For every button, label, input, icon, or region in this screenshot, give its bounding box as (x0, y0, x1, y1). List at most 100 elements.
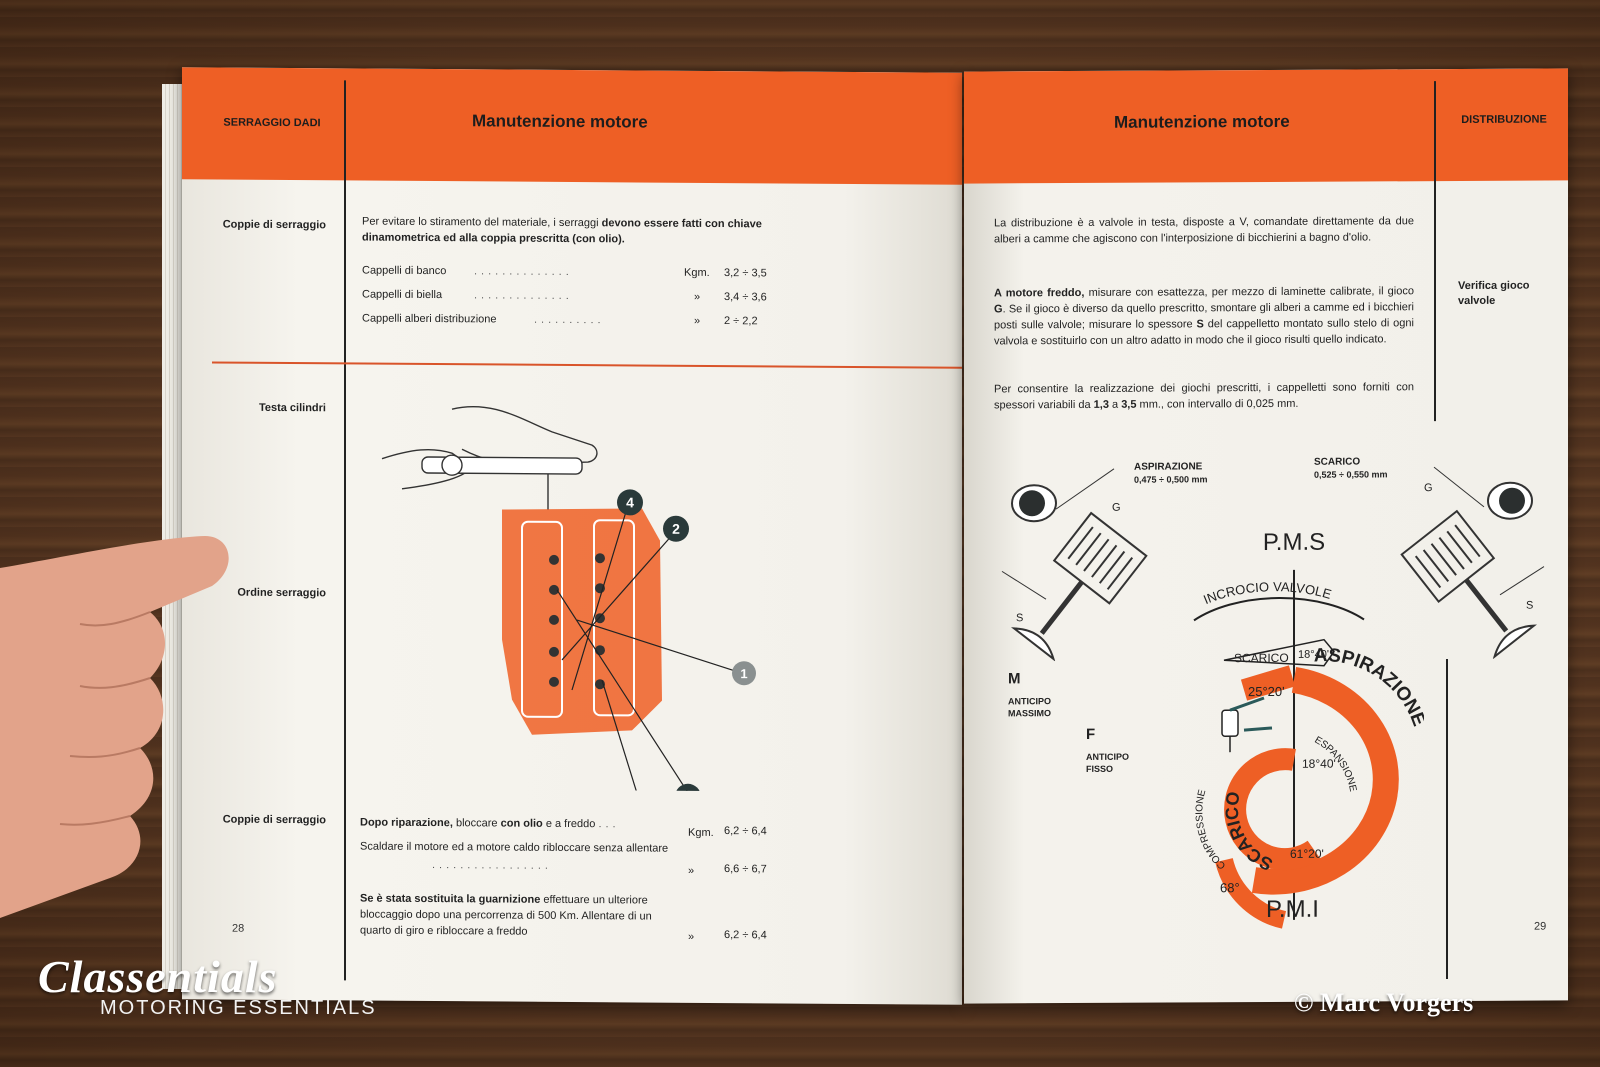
dot-leader: .............. (474, 289, 573, 303)
open-manual: SERRAGGIO DADI Manutenzione motore Coppi… (162, 67, 1568, 1005)
torque-item: Cappelli di banco (362, 264, 447, 278)
angle-2520-band (1240, 665, 1296, 701)
after-repair-text: Dopo riparazione, bloccare con olio e a … (360, 815, 690, 833)
m-letter: M (1008, 670, 1021, 688)
incrocio-label: INCROCIO VALVOLE (1201, 579, 1333, 607)
label-coppie-1: Coppie di serraggio (222, 218, 326, 232)
scarico-arrow (1223, 638, 1335, 667)
gasket-text: Se è stata sostituita la guarnizione eff… (360, 891, 670, 941)
scarico-top-label: SCARICO (1234, 651, 1289, 665)
para-cappelletti: Per consentire la realizzazione dei gioc… (994, 379, 1414, 413)
left-page: SERRAGGIO DADI Manutenzione motore Coppi… (182, 67, 962, 1005)
torque-item: Cappelli alberi distribuzione (362, 312, 497, 326)
m-label: ANTICIPO MASSIMO (1008, 696, 1052, 719)
dot-leader: .......... (534, 313, 605, 327)
scarico-band (1224, 748, 1321, 871)
gasket-bold: Se è stata sostituita la guarnizione (360, 892, 541, 906)
intro-plain: Per evitare lo stiramento del materiale,… (362, 215, 602, 230)
order-marker-3: 3 (675, 783, 701, 792)
torque-unit: » (694, 314, 701, 327)
torque-unit: » (694, 290, 701, 303)
warm-unit: » (688, 864, 695, 877)
right-side-title: DISTRIBUZIONE (1461, 113, 1547, 126)
intake-valve-diagram: G S (1001, 468, 1148, 662)
after-repair-bold-2: con olio (500, 817, 543, 830)
para-motore-freddo: A motore freddo, misurare con esattezza,… (994, 283, 1414, 349)
para3-min: 1,3 (1093, 398, 1109, 411)
cylinder-head-diagram: 4 2 1 3 5 (381, 405, 756, 792)
dot-leader: .............. (474, 265, 573, 279)
after-repair-plain: bloccare (452, 817, 501, 830)
torque-unit: Kgm. (684, 266, 710, 279)
para2-g: G (994, 303, 1003, 316)
right-header: Manutenzione motore DISTRIBUZIONE (964, 68, 1568, 184)
gap-g-label: G (1112, 502, 1121, 514)
order-number-2: 2 (672, 521, 680, 537)
torque-row: Cappelli di biella (362, 289, 442, 302)
warm-text: Scaldare il motore ed a motore caldo rib… (360, 840, 669, 855)
para2-bold: A motore freddo, (994, 286, 1085, 300)
after-repair-unit: Kgm. (688, 826, 714, 839)
right-page: Manutenzione motore DISTRIBUZIONE Verifi… (964, 68, 1568, 1004)
spark-plug-icon (1221, 696, 1273, 753)
hand-holding-page (0, 536, 229, 918)
gasket-unit: » (688, 930, 695, 943)
torque-value: 2 ÷ 2,2 (724, 315, 758, 328)
left-header: SERRAGGIO DADI Manutenzione motore (182, 67, 962, 185)
order-marker-1: 1 (732, 661, 756, 686)
dot-leader: ................. (432, 859, 552, 872)
angle-68-band (1215, 857, 1287, 929)
torque-value: 3,2 ÷ 3,5 (724, 267, 767, 280)
angle-2520: 25°20' (1248, 684, 1285, 699)
angle-1840-inner: 18°40' (1302, 757, 1336, 771)
para3-max: 3,5 (1121, 398, 1137, 411)
right-column-divider-lower (1446, 659, 1448, 980)
left-section-divider (212, 361, 962, 369)
logo-brand: Classentials (38, 951, 278, 1002)
left-page-title: Manutenzione motore (472, 111, 648, 132)
aspirazione-band (1251, 667, 1399, 895)
copyright-watermark: © Marc Vorgers (1294, 988, 1474, 1017)
pms-label: P.M.S (1263, 529, 1325, 556)
logo-tagline: MOTORING ESSENTIALS (100, 997, 377, 1019)
left-side-title: SERRAGGIO DADI (223, 116, 321, 130)
torque-row: Cappelli di banco (362, 265, 446, 278)
gap-g-label: G (1424, 482, 1433, 494)
label-testa: Testa cilindri (258, 401, 326, 415)
order-number-4: 4 (626, 494, 634, 510)
dot-leader: ... (598, 818, 620, 831)
para-distribuzione: La distribuzione è a valvole in testa, d… (994, 215, 1414, 246)
order-marker-2: 2 (663, 515, 689, 542)
incrocio-arc (1193, 597, 1365, 622)
angle-1840-top: 18°40' (1298, 649, 1329, 661)
angle-68: 68° (1220, 880, 1240, 895)
order-marker-4: 4 (617, 489, 643, 516)
after-repair-bold: Dopo riparazione, (360, 816, 453, 830)
torque-item: Cappelli di biella (362, 288, 443, 302)
torque-value: 3,4 ÷ 3,6 (724, 291, 767, 304)
right-page-title: Manutenzione motore (1114, 111, 1290, 132)
torque-wrench-hand (381, 405, 598, 510)
order-leader-lines (556, 508, 743, 792)
para2-plain: misurare con esattezza, per mezzo di lam… (1084, 285, 1414, 299)
f-letter: F (1086, 725, 1096, 743)
para3-end: mm., con intervallo di 0,025 mm. (1136, 397, 1299, 411)
torque-row: Cappelli alberi distribuzione (362, 313, 497, 326)
order-number-3: 3 (684, 789, 692, 792)
angle-6120: 61°20' (1290, 847, 1324, 861)
warm-value: 6,6 ÷ 6,7 (724, 863, 767, 876)
shim-s-label: S (1526, 600, 1533, 612)
f-label: ANTICIPO FISSO (1086, 751, 1130, 774)
page-number-right: 29 (1534, 920, 1547, 933)
scarico-label: SCARICO (1314, 456, 1361, 468)
gasket-value: 6,2 ÷ 6,4 (724, 929, 767, 942)
pmi-text: P.M.I (1266, 895, 1319, 923)
order-number-1: 1 (740, 666, 747, 681)
classentials-logo: Classentials MOTORING ESSENTIALS (38, 950, 377, 1020)
para2-s: S (1196, 318, 1204, 331)
exhaust-valve-diagram: G S (1400, 466, 1545, 660)
left-column-divider (344, 80, 346, 981)
right-column-divider (1434, 81, 1436, 422)
label-verifica: Verifica gioco valvole (1458, 279, 1530, 307)
para3-mid: a (1108, 398, 1122, 411)
